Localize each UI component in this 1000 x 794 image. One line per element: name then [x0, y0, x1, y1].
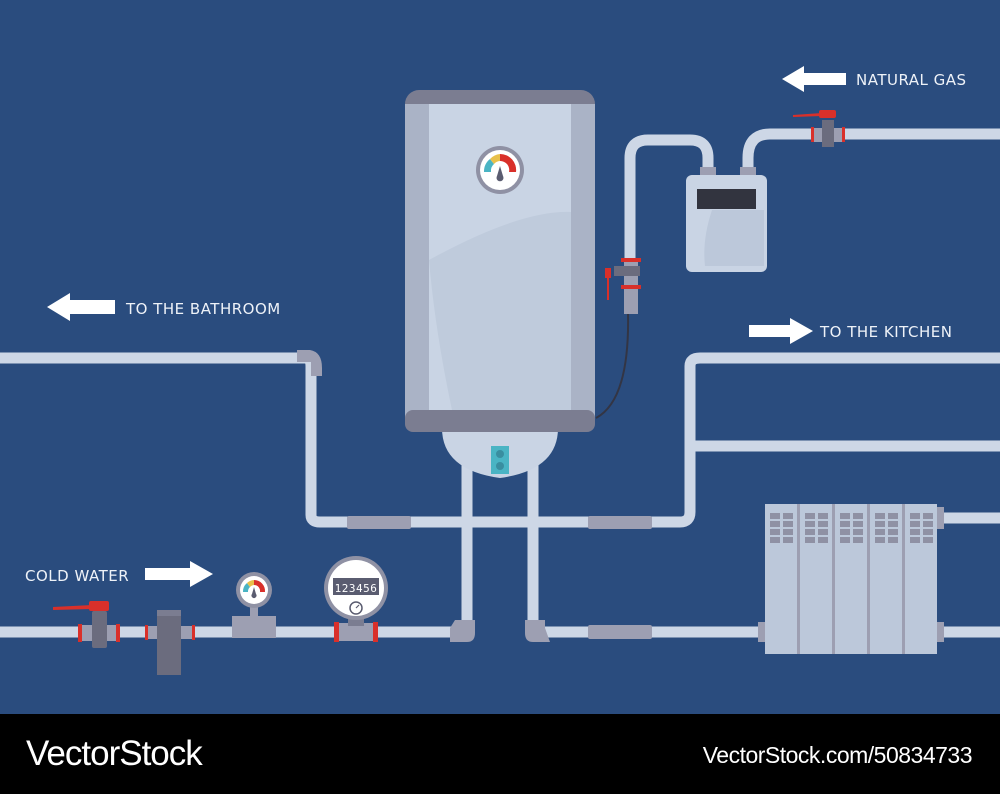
radiator-vent — [783, 521, 793, 527]
cold-water-shutoff-valve — [53, 601, 120, 648]
pressure-gauge — [232, 572, 276, 638]
radiator-vent — [805, 537, 815, 543]
pipe-coupling — [588, 516, 652, 529]
kitchen-label-group: TO THE KITCHEN — [749, 318, 952, 344]
boiler-gas-valve — [595, 258, 641, 419]
radiator — [758, 504, 944, 654]
gas-hose — [595, 311, 630, 419]
footer-bar: VectorStock VectorStock.com/50834733 — [0, 714, 1000, 794]
natural-gas-label: NATURAL GAS — [856, 71, 967, 89]
radiator-vent — [875, 513, 885, 519]
radiator-vent — [818, 529, 828, 535]
radiator-vent — [783, 513, 793, 519]
pipe-coupling — [347, 516, 411, 529]
gas-meter — [686, 167, 767, 272]
radiator-section — [870, 504, 902, 654]
elbow-fittings — [297, 350, 652, 642]
gas-pipe-to-boiler — [624, 134, 714, 300]
natural-gas-label-group: NATURAL GAS — [782, 66, 967, 92]
elbow-fitting — [297, 350, 322, 376]
cold-water-label: COLD WATER — [25, 567, 129, 585]
radiator-vent — [910, 537, 920, 543]
radiator-section — [800, 504, 832, 654]
pipes — [0, 128, 1000, 638]
plumbing-diagram: .pipe{fill:none;stroke:#cdd7e6;stroke-wi… — [0, 66, 1000, 675]
water-heater-boiler — [405, 90, 595, 478]
radiator-vent — [923, 529, 933, 535]
radiator-vent — [923, 537, 933, 543]
cold-water-label-group: COLD WATER — [25, 561, 213, 587]
radiator-vent — [853, 529, 863, 535]
water-meter-reading: 123456 — [335, 582, 378, 595]
radiator-vent — [910, 513, 920, 519]
radiator-vent — [875, 537, 885, 543]
arrow-right-icon — [145, 561, 213, 587]
radiator-vent — [805, 529, 815, 535]
elbow-fitting — [525, 620, 550, 642]
stock-image-id: VectorStock.com/50834733 — [702, 742, 973, 768]
radiator-vent — [770, 521, 780, 527]
radiator-section — [835, 504, 867, 654]
gas-meter-display — [697, 189, 756, 209]
radiator-vent — [818, 537, 828, 543]
water-filter — [145, 610, 195, 675]
radiator-vent — [888, 521, 898, 527]
bathroom-pipe — [0, 352, 455, 528]
hot-water-crossline — [455, 352, 1000, 528]
radiator-vent — [770, 537, 780, 543]
boiler-indicator-panel — [491, 446, 509, 474]
radiator-section — [905, 504, 937, 654]
radiator-vent — [888, 537, 898, 543]
radiator-vent — [853, 513, 863, 519]
gas-supply-pipe — [742, 128, 1000, 172]
radiator-vent — [840, 513, 850, 519]
radiator-vent — [770, 529, 780, 535]
kitchen-label: TO THE KITCHEN — [819, 323, 952, 341]
radiator-vent — [805, 521, 815, 527]
radiator-vent — [770, 513, 780, 519]
radiator-vent — [875, 529, 885, 535]
radiator-vent — [888, 513, 898, 519]
gas-supply-valve — [793, 110, 845, 147]
radiator-vent — [875, 521, 885, 527]
radiator-vent — [840, 529, 850, 535]
boiler-temperature-gauge — [476, 146, 524, 194]
radiator-vent — [805, 513, 815, 519]
bathroom-label-group: TO THE BATHROOM — [47, 293, 281, 321]
arrow-right-icon — [749, 318, 813, 344]
radiator-vent — [840, 521, 850, 527]
water-meter: 123456 — [324, 556, 388, 642]
radiator-vent — [783, 537, 793, 543]
radiator-vent — [910, 529, 920, 535]
radiator-vent — [840, 537, 850, 543]
radiator-vent — [888, 529, 898, 535]
arrow-left-icon — [782, 66, 846, 92]
radiator-vent — [923, 521, 933, 527]
elbow-fitting — [450, 620, 475, 642]
radiator-vent — [853, 537, 863, 543]
vectorstock-logo: VectorStock — [26, 734, 203, 773]
boiler-bottom-trim — [405, 410, 595, 432]
pipe-coupling — [588, 625, 652, 639]
arrow-left-icon — [47, 293, 115, 321]
radiator-vent — [853, 521, 863, 527]
radiator-vent — [818, 513, 828, 519]
radiator-vent — [910, 521, 920, 527]
radiator-section — [765, 504, 797, 654]
radiator-vent — [923, 513, 933, 519]
radiator-vent — [818, 521, 828, 527]
bathroom-label: TO THE BATHROOM — [125, 300, 281, 318]
radiator-vent — [783, 529, 793, 535]
